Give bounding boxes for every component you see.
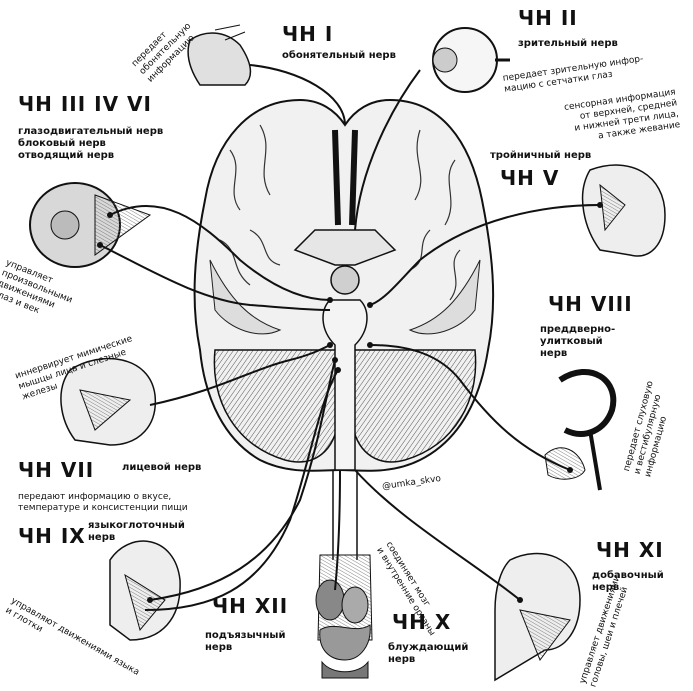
cn8-code: ЧН VIII [548, 292, 633, 316]
ear-icon [545, 372, 613, 490]
cn11-code: ЧН XI [596, 538, 664, 562]
cn3-4-6-names: глазодвигательный нервблоковый нервотвод… [18, 126, 163, 162]
cn10-name: блуждающийнерв [388, 642, 468, 666]
face-trigeminal-icon [583, 165, 665, 256]
cn10-code: ЧН X [392, 610, 451, 634]
neck-shoulder-icon [495, 553, 580, 680]
spinal-cord [333, 470, 357, 560]
organs-icon [316, 580, 370, 678]
cn3-4-6-code: ЧН III IV VI [18, 92, 152, 116]
cn7-name: лицевой нерв [122, 462, 201, 474]
cn7-code: ЧН VII [18, 458, 94, 482]
cn1-code: ЧН I [282, 22, 333, 46]
cerebellum [214, 350, 338, 462]
cn2-name: зрительный нерв [518, 38, 618, 50]
eyeball-muscles-icon [30, 183, 150, 267]
cn8-name: преддверно-улитковыйнерв [540, 324, 615, 360]
cn2-code: ЧН II [518, 6, 578, 30]
cn12-name: подъязычныйнерв [205, 630, 285, 654]
cn1-name: обонятельный нерв [282, 50, 396, 62]
throat-icon [110, 541, 180, 640]
shared-taste-desc: передают информацию о вкусе,температуре … [18, 492, 188, 514]
eye-icon [433, 28, 510, 92]
cn5-code: ЧН V [500, 166, 559, 190]
cn9-name: языкоглоточныйнерв [88, 520, 185, 544]
cn12-code: ЧН XII [212, 594, 288, 618]
cn9-code: ЧН IX [18, 524, 86, 548]
cn5-name: тройничный нерв [490, 150, 591, 162]
